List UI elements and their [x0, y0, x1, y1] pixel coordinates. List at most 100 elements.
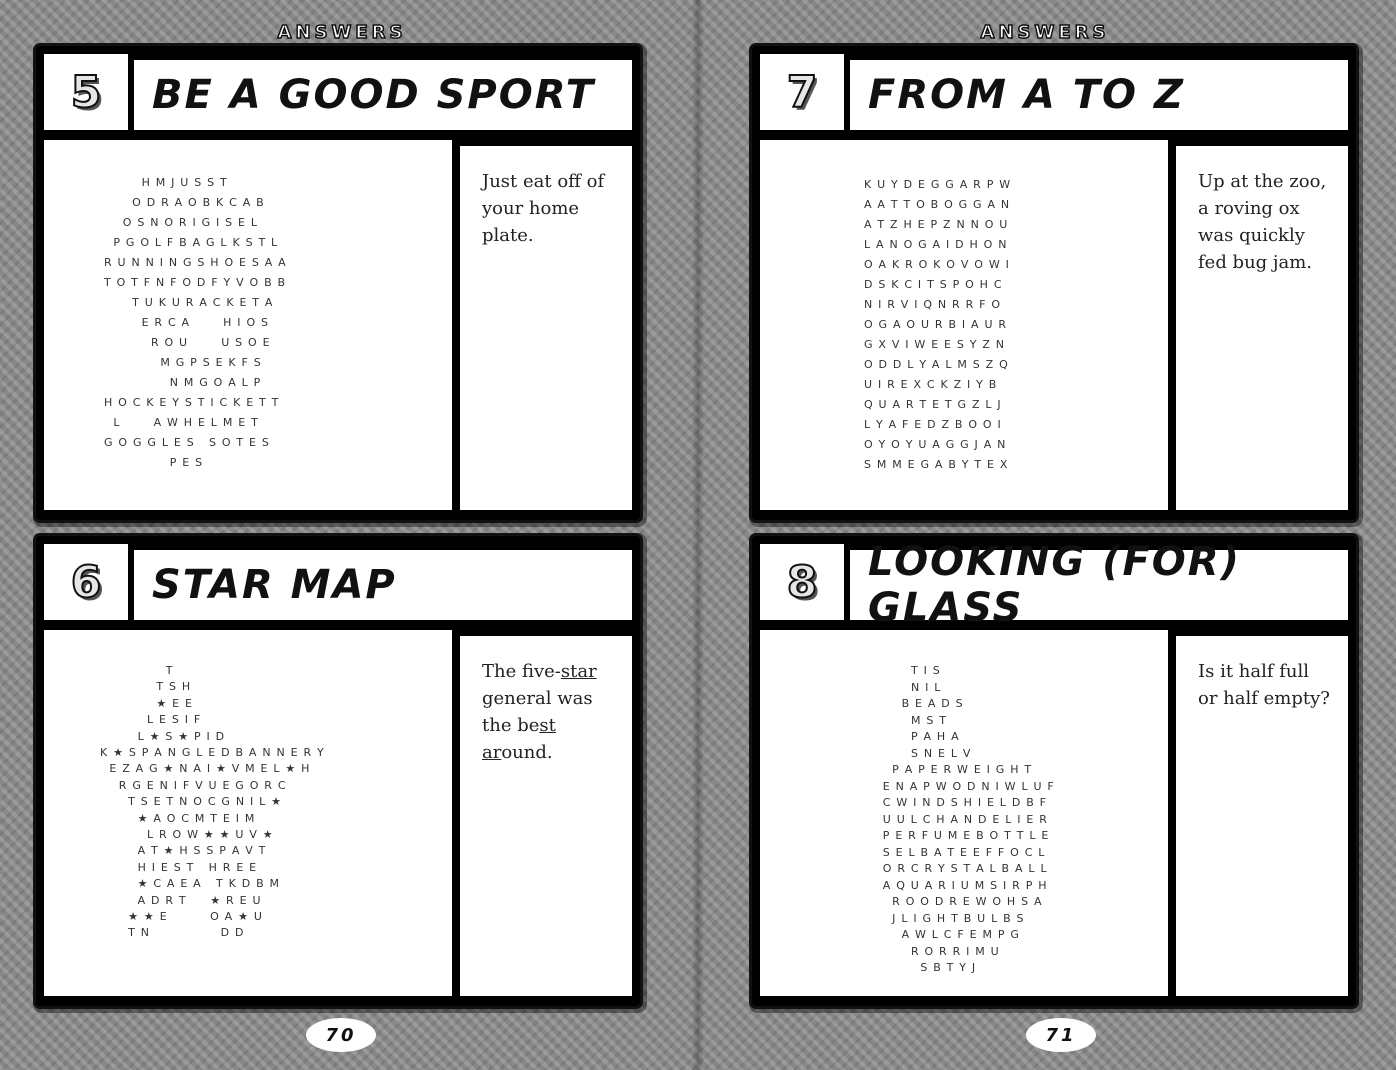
- grid-row: N M G O A L P: [104, 376, 262, 389]
- puzzle-title-box: FROM A TO Z: [850, 60, 1348, 130]
- clue-box: Up at the zoo, a roving ox was quickly f…: [1176, 146, 1348, 510]
- header-right: ANSWERS: [980, 21, 1110, 44]
- page-number-left: 70: [306, 1018, 376, 1052]
- grid-row: G X V I W E E S Y Z N: [864, 338, 1006, 351]
- grid-row: S M M E G A B Y T E X: [864, 458, 1009, 471]
- grid-row: C W I N D S H I E L D B F: [864, 796, 1048, 809]
- clue-text: Is it half full or half empty?: [1198, 661, 1330, 709]
- word-search-grid: H M J U S S T O D R A O B K C A B O S N …: [44, 140, 452, 510]
- book-spine: [692, 0, 704, 1070]
- puzzle-panel-5: 5 BE A GOOD SPORT H M J U S S T O D R A …: [36, 46, 640, 520]
- grid-row: A D R T ★ R E U: [100, 893, 262, 907]
- grid-row: O R C R Y S T A L B A L L: [864, 862, 1048, 875]
- grid-row: P E S: [104, 456, 204, 469]
- grid-row: H I E S T H R E E: [100, 860, 258, 874]
- puzzle-number-box: 8: [760, 544, 844, 620]
- grid-row: A A T T O B O G G A N: [864, 198, 1011, 211]
- grid-row: L E S I F: [100, 713, 202, 727]
- grid-row: A Q U A R I U M S I R P H: [864, 878, 1048, 892]
- clue-part: ound.: [501, 742, 553, 763]
- word-search-grid: K U Y D E G G A R P W A A T T O B O G G A…: [760, 140, 1168, 510]
- grid-row: E R C A H I O S: [104, 316, 270, 329]
- grid-row: ★ A O C M T E I M: [100, 811, 256, 825]
- word-search-grid: T I S N I L B E A D S M S T P A H A S N …: [760, 630, 1168, 996]
- grid-row: A T Z H E P Z N N O U: [864, 218, 1009, 231]
- grid-row: K ★ S P A N G L E D B A N N E R Y: [100, 746, 325, 759]
- grid-row: U I R E X C K Z I Y B: [864, 378, 998, 391]
- grid-row: L A N O G A I D H O N: [864, 238, 1008, 251]
- grid-row: L R O W ★ ★ U V ★: [100, 828, 274, 841]
- grid-row: S N E L V: [864, 746, 972, 760]
- grid-row: E Z A G ★ N A I ★ V M E L ★ H: [100, 762, 311, 776]
- clue-text: Up at the zoo, a roving ox was quickly f…: [1198, 171, 1327, 273]
- grid-row: H M J U S S T: [104, 176, 228, 189]
- grid-row: N I L: [864, 680, 942, 694]
- grid-row: L A W H E L M E T: [104, 416, 259, 429]
- clue-underlined-part: st ar: [482, 715, 556, 763]
- puzzle-title-box: LOOKING (FOR) GLASS: [850, 539, 1348, 631]
- grid-row: T S H: [100, 680, 192, 694]
- grid-row: J L I G H T B U L B S: [864, 911, 1025, 925]
- puzzle-title: FROM A TO Z: [868, 72, 1185, 118]
- grid-row: T I S: [864, 664, 941, 677]
- grid-row: O D D L Y A L M S Z Q: [864, 358, 1009, 371]
- word-search-grid: T T S H ★ E E L E S I F L ★ S ★ P I D K ★…: [44, 630, 452, 996]
- grid-row: R O U U S O E: [104, 336, 271, 349]
- grid-row: T O T F N F O D F Y V O B B: [104, 276, 287, 289]
- puzzle-number-box: 6: [44, 544, 128, 620]
- grid-row: O A K R O K O V O W I: [864, 258, 1011, 271]
- grid-row: T: [100, 664, 174, 677]
- clue-box: Just eat off of your home plate.: [460, 146, 632, 510]
- clue-text: Just eat off of your home plate.: [482, 171, 605, 246]
- grid-row: T U K U R A C K E T A: [104, 296, 274, 309]
- grid-row: R U N N I N G S H O E S A A: [104, 256, 287, 269]
- grid-row: L Y A F E D Z B O O I: [864, 418, 1002, 431]
- grid-row: N I R V I Q N R R F O: [864, 298, 1002, 311]
- grid-row: U U L C H A N D E L I E R: [864, 812, 1049, 826]
- grid-row: D S K C I T S P O H C: [864, 278, 1003, 291]
- puzzle-title: LOOKING (FOR) GLASS: [868, 539, 1241, 631]
- grid-row: T N D D: [100, 926, 245, 940]
- grid-row: M S T: [864, 713, 948, 727]
- grid-row: H O C K E Y S T I C K E T T: [104, 396, 280, 409]
- grid-row: K U Y D E G G A R P W: [864, 178, 1012, 191]
- grid-row: L ★ S ★ P I D: [100, 729, 226, 743]
- clue-part: The five-: [482, 661, 561, 682]
- puzzle-title: BE A GOOD SPORT: [152, 72, 596, 118]
- clue-underlined-part: star: [560, 661, 597, 682]
- grid-row: M G P S E K F S: [104, 356, 262, 369]
- grid-row: A W L C F E M P G: [864, 928, 1021, 941]
- puzzle-panel-6: 6 STAR MAP T T S H ★ E E L E S I F L ★ S…: [36, 536, 640, 1006]
- page-number-right: 71: [1026, 1018, 1096, 1052]
- grid-row: P E R F U M E B O T T L E: [864, 829, 1050, 842]
- grid-row: S E L B A T E E F F O C L: [864, 845, 1046, 859]
- puzzle-number-box: 5: [44, 54, 128, 130]
- grid-row: O Y O Y U A G G J A N: [864, 438, 1007, 451]
- grid-row: O D R A O B K C A B: [104, 196, 265, 209]
- grid-row: ★ E E: [100, 696, 194, 710]
- puzzle-title: STAR MAP: [152, 562, 397, 608]
- grid-row: P G O L F B A G L K S T L: [104, 236, 279, 249]
- grid-row: R G E N I F V U E G O R C: [100, 778, 287, 792]
- grid-row: P A H A: [864, 730, 960, 743]
- puzzle-panel-8: 8 LOOKING (FOR) GLASS T I S N I L B E A …: [752, 536, 1356, 1006]
- puzzle-title-box: BE A GOOD SPORT: [134, 60, 632, 130]
- puzzle-number: 8: [786, 556, 819, 609]
- grid-row: ★ ★ E O A ★ U: [100, 910, 264, 923]
- grid-row: R O O D R E W O H S A: [864, 895, 1043, 908]
- grid-row: A T ★ H S S P A V T: [100, 844, 267, 858]
- grid-row: S B T Y J: [864, 961, 977, 974]
- grid-row: T S E T N O C G N I L ★: [100, 795, 283, 809]
- puzzle-number: 5: [70, 66, 103, 119]
- grid-row: Q U A R T E T G Z L J: [864, 398, 1002, 411]
- clue-text: The five-star general was the best aroun…: [482, 658, 614, 766]
- puzzle-number: 6: [70, 556, 103, 609]
- clue-part: general was the be: [482, 688, 593, 736]
- grid-row: E N A P W O D N I W L U F: [864, 779, 1055, 793]
- header-left: ANSWERS: [277, 21, 407, 44]
- grid-row: B E A D S: [864, 697, 964, 710]
- grid-row: ★ C A E A T K D B M: [100, 877, 281, 891]
- grid-row: P A P E R W E I G H T: [864, 763, 1033, 776]
- grid-row: O S N O R I G I S E L: [104, 216, 259, 229]
